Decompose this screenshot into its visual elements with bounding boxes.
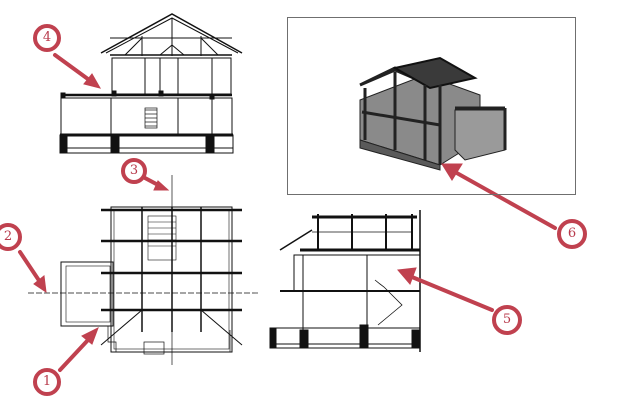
callout-4-label: 4 xyxy=(42,30,52,45)
3d-model-drawing xyxy=(359,56,507,171)
callout-1-label: 1 xyxy=(42,374,52,389)
callout-4-circle xyxy=(33,24,61,52)
callout-2-circle xyxy=(0,223,22,251)
front-section-drawing xyxy=(59,13,243,154)
callout-6-circle xyxy=(557,219,587,249)
callout-3-circle xyxy=(121,158,147,184)
callout-6-label: 6 xyxy=(567,226,577,241)
callout-3-label: 3 xyxy=(129,163,139,178)
floor-plan-drawing xyxy=(28,175,260,365)
3d-view-frame xyxy=(287,17,576,195)
side-section-drawing xyxy=(269,210,421,352)
callout-5-label: 5 xyxy=(502,312,512,327)
callout-1-circle xyxy=(33,368,61,396)
callout-5-circle xyxy=(492,305,522,335)
callout-2-label: 2 xyxy=(3,229,13,244)
